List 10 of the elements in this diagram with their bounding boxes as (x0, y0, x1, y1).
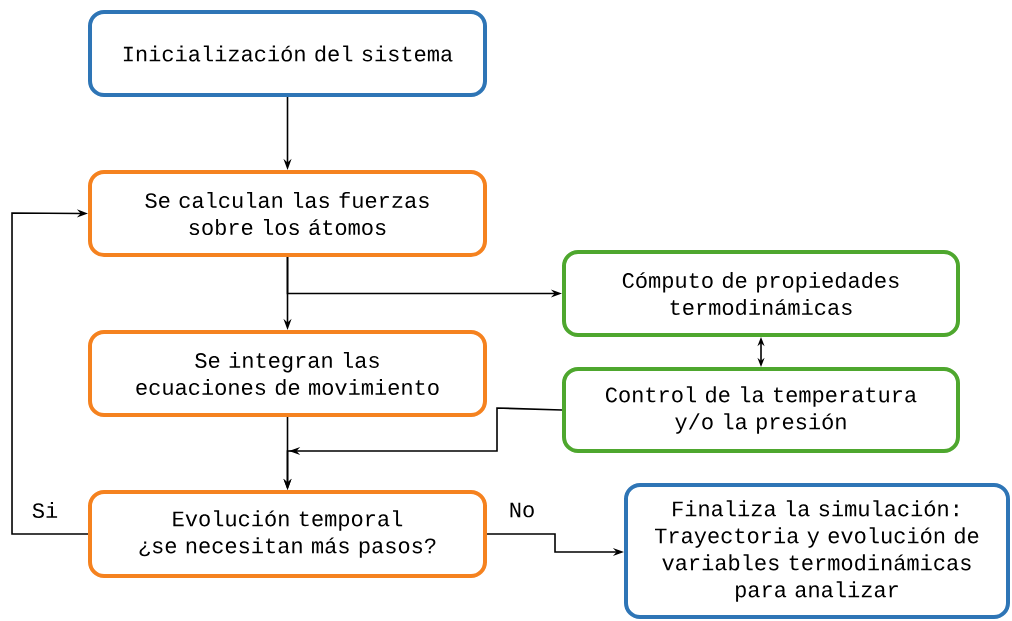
arrow (11, 209, 89, 535)
process-box: Control de la temperatura y/o la presión (562, 367, 960, 453)
process-box: Evolución temporal ¿se necesitan más pasos? (88, 490, 487, 578)
edge-label: Si (30, 500, 60, 520)
process-box: Se integran las ecuaciones de movimiento (88, 330, 487, 417)
process-box: Se calculan las fuerzas sobre los átomos (88, 170, 487, 257)
process-box: Inicialización del sistema (88, 10, 487, 97)
process-box: Finaliza la simulación: Trayectoria y evolución de variables termodinámicas para analizar (624, 483, 1010, 619)
edge-label: No (507, 501, 537, 519)
process-box: Cómputo de propiedades termodinámicas (562, 250, 960, 337)
